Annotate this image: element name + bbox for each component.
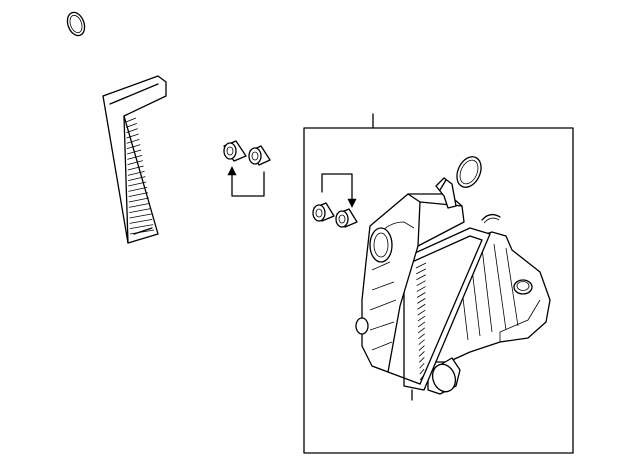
plate-pleat: [416, 274, 426, 281]
grommet-left: [223, 140, 247, 162]
filter-pleat: [126, 133, 139, 139]
filter-pleat: [129, 208, 151, 214]
filter-pleat: [129, 224, 154, 230]
plate-pleat: [416, 286, 426, 292]
plate-pleat: [415, 262, 427, 269]
filter-pleat: [127, 170, 145, 176]
retaining-clip: [481, 213, 501, 221]
filter-pleat: [127, 165, 144, 171]
filter-pleat: [126, 128, 138, 134]
plate-pleat: [419, 374, 425, 381]
plate-pleat: [418, 345, 425, 351]
filter-pleat: [127, 160, 143, 166]
air-cleaner-assembly: [312, 156, 551, 401]
plate-pleat: [419, 368, 425, 375]
filter-pleat: [128, 176, 146, 182]
grommet-right: [248, 145, 271, 166]
filter-pleat: [127, 149, 142, 155]
o-ring-seal-small: [66, 11, 86, 37]
filter-pleat: [127, 154, 143, 160]
filter-plate: [403, 227, 491, 401]
filter-pleat: [128, 197, 149, 203]
filter-pleat: [128, 181, 147, 187]
filter-pleat: [129, 218, 153, 224]
air-filter-element: [102, 75, 167, 244]
filter-pleat: [126, 122, 137, 128]
filter-pleat: [129, 229, 155, 235]
filter-pleat: [126, 138, 140, 144]
plate-pleat: [418, 327, 426, 334]
mount-grommets: [223, 140, 271, 197]
plate-pleat: [417, 315, 426, 322]
plate-pleat: [417, 309, 426, 316]
plate-pleat: [416, 280, 426, 287]
assembly-frame: [303, 127, 574, 454]
plate-pleat: [418, 351, 425, 357]
filter-pleat: [128, 192, 149, 198]
plate-pleat: [416, 268, 427, 275]
plate-pleat: [416, 292, 426, 298]
filter-pleat: [128, 202, 150, 208]
o-ring-seal: [456, 156, 482, 188]
plate-pleat: [418, 339, 425, 345]
box-grommets: [312, 173, 358, 228]
filter-pleat: [128, 186, 148, 192]
plate-pleat: [418, 333, 425, 340]
plate-pleat: [417, 298, 426, 304]
housing-upper-cover: [355, 177, 465, 385]
plate-pleat: [417, 321, 426, 328]
plate-pleat: [417, 303, 426, 310]
plate-pleat: [419, 357, 425, 363]
filter-pleat: [129, 213, 152, 219]
filter-pleat: [126, 144, 141, 150]
plate-pleat: [419, 362, 425, 369]
filter-pleat: [125, 117, 137, 123]
